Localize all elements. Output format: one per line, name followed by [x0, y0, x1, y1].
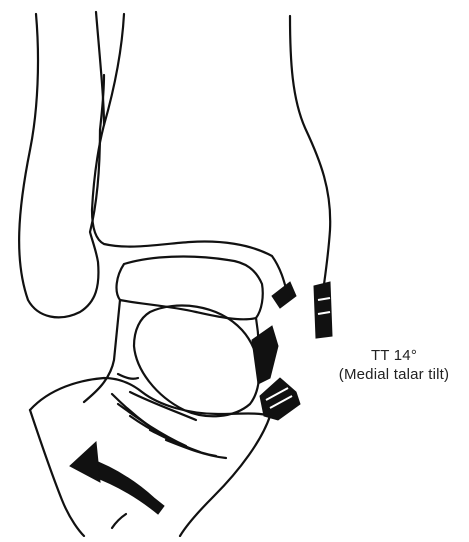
annotation-line-2: (Medial talar tilt)	[320, 365, 468, 384]
fibula-outline	[19, 14, 104, 317]
tibia-medial-outline	[290, 16, 330, 300]
ligament-strand	[150, 430, 216, 456]
annotation-line-1: TT 14°	[320, 346, 468, 365]
ligament-band-upper	[314, 282, 332, 338]
rotation-arrow-head	[70, 442, 100, 482]
heel-outline	[30, 410, 84, 536]
tibia-notch-line	[104, 14, 124, 125]
foot-bottom-outline	[180, 416, 270, 536]
rotation-arrow-body	[88, 458, 164, 514]
ligament-strand	[166, 440, 226, 458]
oval-bone-tick	[118, 374, 138, 379]
ligament-strand	[118, 404, 186, 446]
pointer-stroke	[112, 514, 126, 528]
ligament-stub-upper	[272, 282, 296, 308]
talus-dome-outline	[117, 257, 263, 320]
ligament-wedge	[252, 326, 278, 384]
talus-body-outline	[84, 300, 120, 402]
tibia-outline	[92, 12, 288, 296]
talar-tilt-annotation: TT 14° (Medial talar tilt)	[320, 346, 468, 384]
